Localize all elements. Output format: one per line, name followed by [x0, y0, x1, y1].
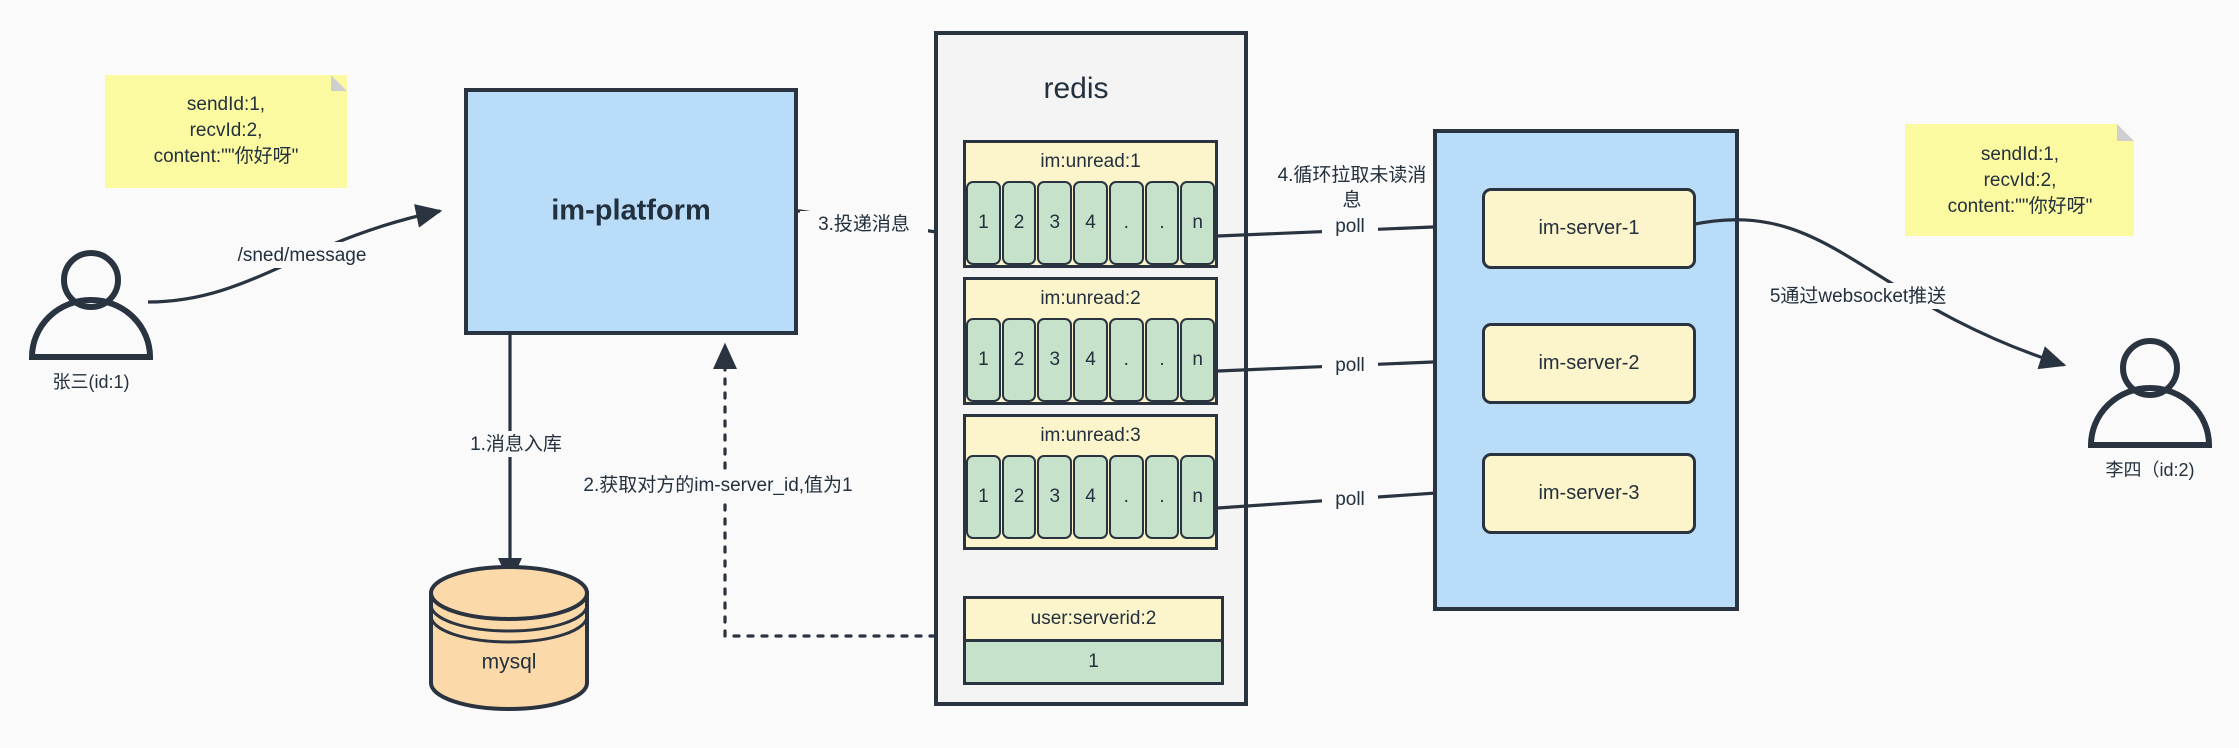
edge-deliver-message-label: 3.投递消息: [818, 213, 910, 235]
edge-pull-unread-line2: 息: [1342, 189, 1361, 211]
queue-cell: 2: [1001, 455, 1037, 539]
note-left: sendId:1, recvId:2, content:""你好呀": [105, 75, 347, 188]
user-icon-head: [61, 250, 121, 310]
queue-cell: 4: [1073, 318, 1108, 402]
edge-poll-2-label: poll: [1335, 355, 1365, 376]
actor-sender-label: 张三(id:1): [52, 372, 129, 392]
edge-poll-1-label: poll: [1335, 216, 1365, 237]
im-server-3-label: im-server-3: [1538, 482, 1640, 504]
queue-cell: 4: [1073, 455, 1108, 539]
edge-get-server-id-label: 2.获取对方的im-server_id,值为1: [583, 474, 852, 496]
queue-cell: .: [1108, 181, 1144, 265]
redis-map-userserverid[interactable]: user:serverid:2 1: [963, 596, 1224, 685]
im-server-2-label: im-server-2: [1538, 352, 1640, 374]
queue-cell: 2: [1001, 318, 1037, 402]
queue-cell: 1: [966, 455, 1001, 539]
edge-pull-unread-line1: 4.循环拉取未读消: [1278, 164, 1427, 186]
queue-cell: 3: [1037, 181, 1073, 265]
queue-cell: 2: [1001, 181, 1037, 265]
edge-pull-unread: 4.循环拉取未读消 息: [1252, 160, 1452, 214]
queue-cell: n: [1180, 455, 1216, 539]
edge-get-server-id: 2.获取对方的im-server_id,值为1: [566, 342, 965, 638]
redis-title: redis: [1043, 72, 1108, 105]
im-platform-label: im-platform: [551, 195, 711, 227]
queue-cell: 4: [1073, 181, 1108, 265]
note-left-line1: sendId:1,: [187, 94, 265, 115]
redis-map-value: 1: [966, 642, 1221, 682]
queue-cell: n: [1180, 318, 1216, 402]
im-server-2-box[interactable]: im-server-2: [1482, 323, 1696, 404]
edge-poll-3-label: poll: [1335, 489, 1365, 510]
queue-cell: n: [1180, 181, 1216, 265]
redis-queue-group-0[interactable]: im:unread:1 1 2 3 4 . . n: [963, 140, 1218, 268]
queue-cell: .: [1108, 455, 1144, 539]
user-icon-head: [2120, 338, 2180, 398]
edge-deliver-message: 3.投递消息: [796, 209, 965, 245]
redis-queue-key: im:unread:1: [963, 140, 1218, 181]
edge-send-message: /sned/message: [147, 204, 443, 304]
im-platform-box[interactable]: im-platform: [464, 88, 798, 335]
redis-queue-key: im:unread:2: [963, 277, 1218, 318]
redis-queue-key: im:unread:3: [963, 414, 1218, 455]
mysql-rim-line-1: [429, 604, 589, 633]
edge-websocket-push-label: 5通过websocket推送: [1770, 285, 1946, 307]
actor-receiver-label: 李四（id:2): [2105, 460, 2194, 480]
note-left-line2: recvId:2,: [190, 120, 263, 141]
redis-queue-group-1[interactable]: im:unread:2 1 2 3 4 . . n: [963, 277, 1218, 405]
queue-cell: .: [1108, 318, 1144, 402]
queue-cell: 1: [966, 181, 1001, 265]
redis-queue-group-2[interactable]: im:unread:3 1 2 3 4 . . n: [963, 414, 1218, 550]
queue-cell: 3: [1037, 455, 1073, 539]
im-server-3-box[interactable]: im-server-3: [1482, 453, 1696, 534]
mysql-top-rim: [429, 565, 589, 621]
queue-cell: 1: [966, 318, 1001, 402]
note-left-line3: content:""你好呀": [154, 145, 299, 167]
edge-websocket-push: 5通过websocket推送: [1689, 218, 2067, 370]
actor-receiver: 李四（id:2): [2087, 338, 2213, 480]
note-right-line1: sendId:1,: [1981, 144, 2059, 165]
edge-send-message-label: /sned/message: [238, 245, 367, 266]
note-right-line2: recvId:2,: [1984, 170, 2057, 191]
actor-sender: 张三(id:1): [28, 250, 154, 392]
im-server-1-box[interactable]: im-server-1: [1482, 188, 1696, 269]
mysql-rim-line-2: [429, 615, 589, 644]
mysql-database[interactable]: mysql: [429, 565, 589, 711]
queue-cell: .: [1144, 181, 1180, 265]
note-right-line3: content:""你好呀": [1948, 195, 2093, 217]
user-icon-body: [2087, 385, 2213, 448]
user-icon-body: [28, 297, 154, 360]
edge-store-message-label: 1.消息入库: [470, 433, 562, 455]
queue-cell: 3: [1037, 318, 1073, 402]
redis-map-key: user:serverid:2: [966, 599, 1221, 642]
mysql-label: mysql: [482, 651, 537, 674]
note-right: sendId:1, recvId:2, content:""你好呀": [1905, 124, 2134, 236]
im-server-1-label: im-server-1: [1538, 217, 1640, 239]
queue-cell: .: [1144, 318, 1180, 402]
edge-store-message: 1.消息入库: [449, 333, 584, 585]
queue-cell: .: [1144, 455, 1180, 539]
